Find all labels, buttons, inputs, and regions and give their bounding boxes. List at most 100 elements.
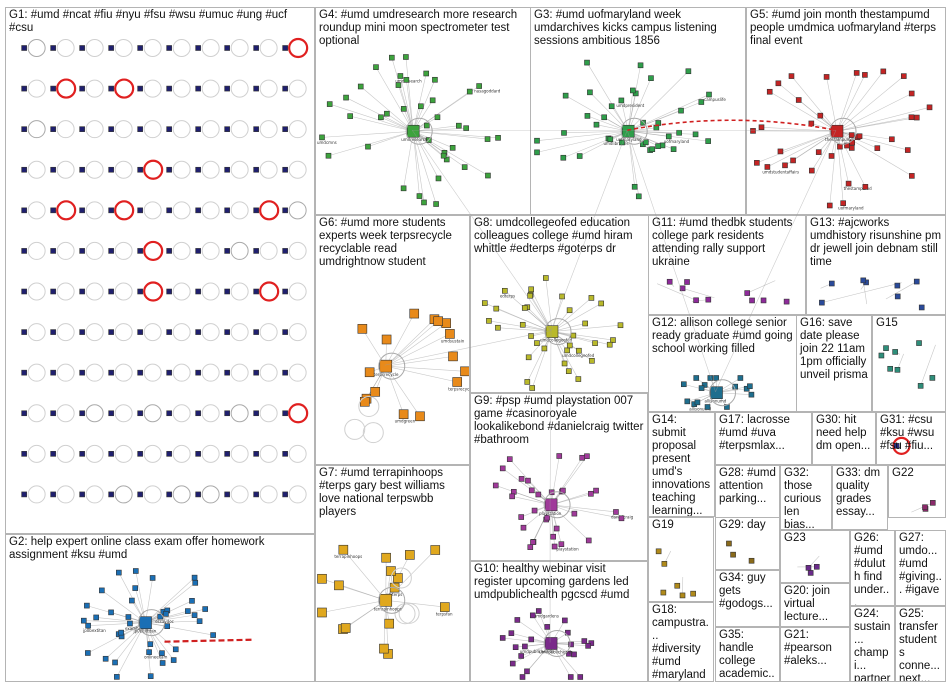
user-node[interactable] (423, 70, 430, 77)
user-node[interactable] (909, 173, 915, 179)
user-node[interactable] (692, 131, 699, 138)
user-node[interactable] (618, 97, 625, 104)
user-node[interactable] (521, 305, 528, 311)
user-node[interactable] (463, 125, 469, 132)
user-node[interactable] (125, 614, 132, 620)
hub-node[interactable] (621, 124, 635, 138)
hub-node[interactable] (710, 386, 723, 400)
user-node[interactable] (384, 110, 390, 117)
user-node[interactable] (166, 45, 172, 51)
user-node[interactable] (166, 288, 172, 295)
user-node[interactable] (713, 375, 719, 381)
user-node[interactable] (518, 514, 525, 520)
user-node[interactable] (606, 341, 613, 348)
user-node[interactable] (108, 85, 114, 92)
user-node[interactable] (132, 585, 139, 591)
user-node[interactable] (844, 142, 850, 149)
user-node[interactable] (253, 85, 259, 92)
user-node[interactable] (889, 136, 895, 143)
user-node[interactable] (195, 85, 201, 92)
user-node[interactable] (684, 279, 690, 285)
user-node[interactable] (529, 612, 536, 619)
user-node[interactable] (373, 64, 379, 70)
user-node[interactable] (347, 113, 353, 119)
user-node[interactable] (894, 293, 901, 300)
user-node[interactable] (224, 45, 230, 51)
user-node[interactable] (813, 563, 820, 570)
user-node[interactable] (509, 660, 516, 667)
user-node[interactable] (50, 126, 56, 132)
user-node[interactable] (195, 207, 201, 214)
user-node[interactable] (807, 570, 814, 576)
user-node[interactable] (319, 134, 325, 141)
user-node[interactable] (137, 126, 143, 132)
user-node[interactable] (137, 288, 143, 295)
user-node[interactable] (529, 385, 536, 391)
user-node[interactable] (159, 650, 165, 656)
user-node[interactable] (918, 304, 925, 311)
user-node[interactable] (21, 85, 27, 92)
user-node[interactable] (359, 396, 370, 407)
user-node[interactable] (499, 635, 506, 641)
user-node[interactable] (192, 580, 199, 586)
user-node[interactable] (224, 288, 230, 295)
user-node[interactable] (50, 166, 56, 173)
user-node[interactable] (632, 90, 639, 97)
user-node[interactable] (883, 345, 889, 351)
user-node[interactable] (379, 643, 389, 654)
user-node[interactable] (499, 465, 506, 472)
user-node[interactable] (79, 451, 85, 457)
user-node[interactable] (560, 154, 567, 161)
user-node[interactable] (748, 557, 755, 564)
user-node[interactable] (146, 649, 152, 655)
user-node[interactable] (195, 166, 201, 173)
user-node[interactable] (568, 641, 574, 648)
user-node[interactable] (108, 491, 114, 498)
user-node[interactable] (588, 295, 595, 301)
user-node[interactable] (118, 629, 124, 636)
user-node[interactable] (461, 164, 468, 170)
user-node[interactable] (819, 299, 825, 306)
user-node[interactable] (79, 166, 85, 173)
user-node[interactable] (195, 248, 201, 254)
user-node[interactable] (653, 124, 660, 131)
user-node[interactable] (900, 73, 907, 79)
user-node[interactable] (705, 296, 712, 303)
user-node[interactable] (166, 166, 172, 173)
user-node[interactable] (137, 329, 143, 335)
user-node[interactable] (224, 166, 230, 173)
user-node[interactable] (610, 337, 616, 343)
user-node[interactable] (635, 193, 642, 200)
user-node[interactable] (737, 375, 744, 381)
user-node[interactable] (129, 597, 135, 604)
user-node[interactable] (493, 305, 500, 312)
user-node[interactable] (79, 288, 85, 295)
user-node[interactable] (495, 324, 501, 331)
user-node[interactable] (848, 145, 855, 151)
user-node[interactable] (929, 375, 936, 381)
user-node[interactable] (887, 365, 893, 372)
user-node[interactable] (674, 582, 681, 589)
user-node[interactable] (282, 45, 288, 51)
user-node[interactable] (783, 298, 790, 305)
user-node[interactable] (840, 200, 846, 207)
user-node[interactable] (758, 124, 765, 131)
user-node[interactable] (705, 138, 711, 144)
user-node[interactable] (282, 288, 288, 295)
user-node[interactable] (649, 146, 656, 153)
user-node[interactable] (159, 660, 166, 666)
user-node[interactable] (21, 126, 27, 132)
user-node[interactable] (418, 103, 424, 110)
user-node[interactable] (525, 354, 532, 361)
user-node[interactable] (747, 383, 753, 390)
user-node[interactable] (185, 608, 191, 614)
user-node[interactable] (576, 347, 582, 354)
user-node[interactable] (541, 345, 548, 352)
user-node[interactable] (224, 248, 230, 254)
user-node[interactable] (676, 129, 682, 136)
user-node[interactable] (405, 550, 415, 560)
user-node[interactable] (566, 650, 572, 657)
user-node[interactable] (730, 551, 736, 558)
user-node[interactable] (253, 369, 259, 376)
user-node[interactable] (528, 286, 534, 293)
